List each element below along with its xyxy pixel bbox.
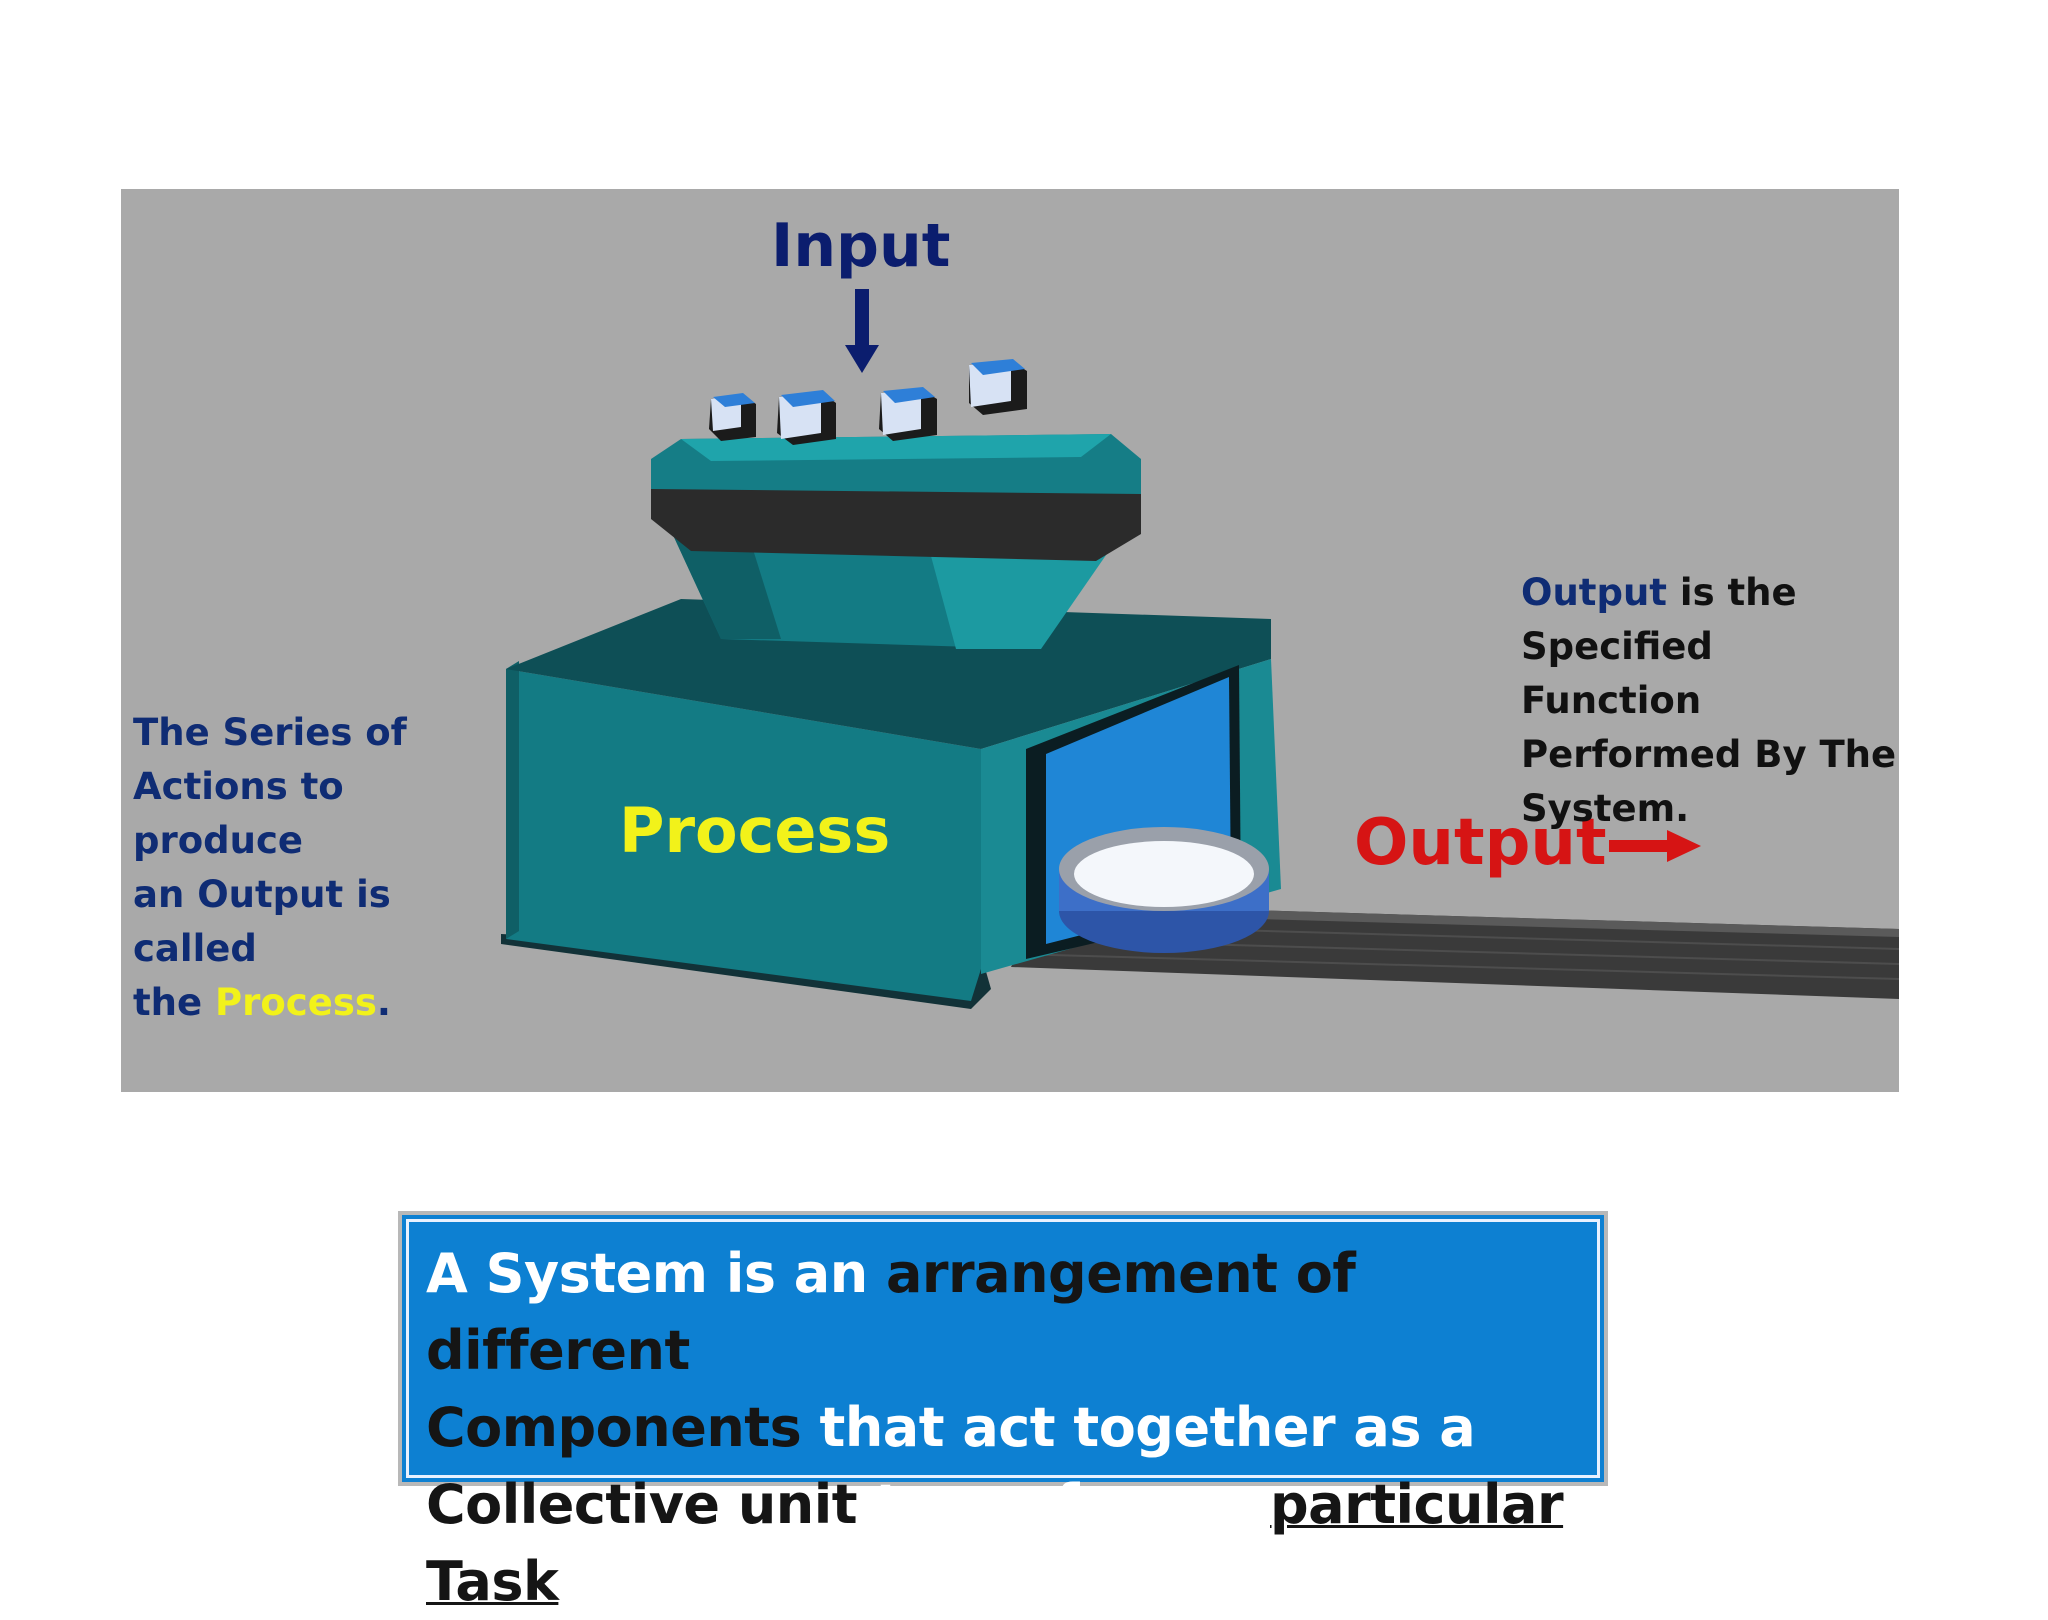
down-arrow-icon: [845, 289, 879, 373]
definition-part: .: [558, 1550, 579, 1613]
process-note-prefix: the: [133, 981, 216, 1024]
hopper-lid-side: [651, 484, 1141, 561]
definition-part: arrangement of different: [426, 1242, 1356, 1382]
process-note-line: The Series of: [133, 711, 407, 754]
output-note-rest: is the: [1667, 571, 1797, 614]
input-label: Input: [771, 211, 951, 281]
output-highlight: Output: [1521, 571, 1667, 614]
input-blocks: [709, 359, 1027, 445]
output-note-line: Performed By The: [1521, 733, 1897, 776]
right-arrow-icon: [1609, 830, 1701, 862]
definition-part: Components: [426, 1396, 802, 1459]
definition-text: A System is an arrangement of different …: [426, 1235, 1584, 1620]
definition-part: that act together as a: [801, 1396, 1476, 1459]
definition-part: to perform a: [857, 1473, 1270, 1536]
output-note: Output is the Specified Function Perform…: [1521, 566, 1899, 836]
process-label: Process: [619, 794, 891, 867]
process-highlight: Process: [215, 981, 377, 1024]
process-note: The Series of Actions to produce an Outp…: [133, 706, 513, 1030]
output-label: Output: [1354, 806, 1607, 880]
process-note-line: an Output is called: [133, 873, 391, 970]
process-note-line: Actions to produce: [133, 765, 344, 862]
output-note-line: Specified Function: [1521, 625, 1713, 722]
definition-part: Collective unit: [426, 1473, 858, 1536]
definition-part: A System is an: [426, 1242, 886, 1305]
diagram-panel: Input Process Output The Series of Actio…: [121, 189, 1899, 1092]
machine-illustration: [501, 289, 1899, 1009]
definition-inner-border: [406, 1219, 1600, 1478]
output-note-line: Output is the: [1521, 566, 1899, 620]
output-note-line: System.: [1521, 787, 1690, 830]
process-note-suffix: .: [376, 981, 391, 1024]
process-note-line: the Process.: [133, 976, 513, 1030]
definition-box: A System is an arrangement of different …: [398, 1211, 1608, 1613]
process-box-top: [506, 599, 1271, 749]
process-box-front: [506, 669, 981, 1001]
